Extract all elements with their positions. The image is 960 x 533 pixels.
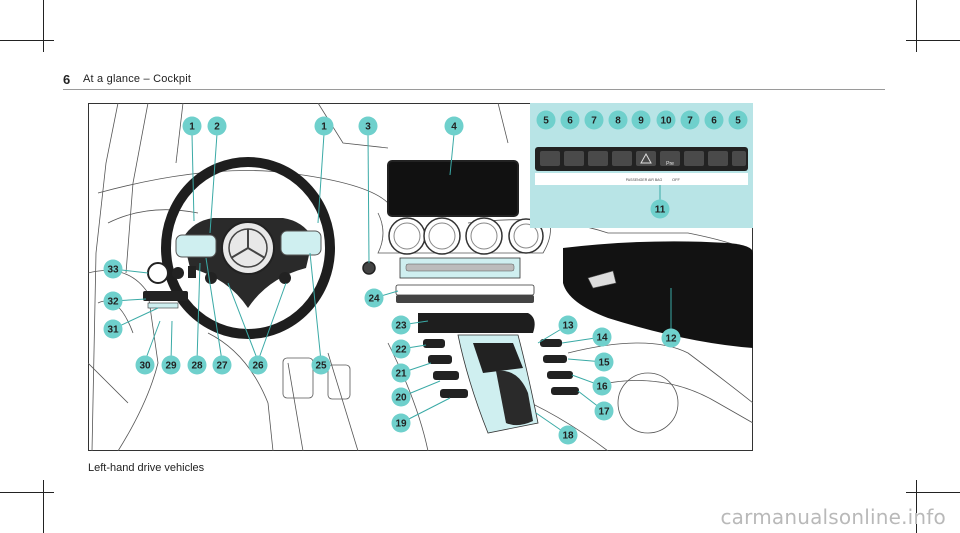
callout-1: 1 (182, 116, 202, 136)
callout-22: 22 (391, 339, 411, 359)
svg-text:16: 16 (596, 382, 608, 393)
figure-caption: Left-hand drive vehicles (88, 462, 205, 474)
svg-text:5: 5 (735, 116, 741, 127)
callouts: 1 2 1 3 4 5 6 7 8 9 10 7 6 5 11 12 13 14… (103, 110, 748, 445)
crop-mark (43, 0, 44, 52)
callout-3: 3 (358, 116, 378, 136)
callout-7: 7 (680, 110, 700, 130)
callout-19: 19 (391, 413, 411, 433)
callout-7: 7 (584, 110, 604, 130)
svg-text:7: 7 (591, 116, 597, 127)
callout-15: 15 (594, 352, 614, 372)
crop-mark (916, 480, 917, 533)
callout-13: 13 (558, 315, 578, 335)
callout-25: 25 (311, 355, 331, 375)
center-console (418, 313, 579, 434)
callout-16: 16 (592, 376, 612, 396)
callout-11: 11 (650, 199, 670, 219)
crop-mark (43, 480, 44, 533)
airbag-off-label: OFF (672, 177, 681, 182)
svg-text:5: 5 (543, 116, 549, 127)
section-title: At a glance – Cockpit (83, 73, 192, 85)
svg-text:8: 8 (615, 116, 621, 127)
svg-text:2: 2 (214, 122, 220, 133)
svg-text:14: 14 (596, 333, 608, 344)
callout-9: 9 (631, 110, 651, 130)
header-rule (63, 89, 885, 90)
svg-text:29: 29 (165, 361, 177, 372)
svg-text:11: 11 (655, 205, 666, 216)
callout-32: 32 (103, 291, 123, 311)
crop-mark (916, 0, 917, 52)
climate-strip (395, 257, 535, 303)
svg-text:18: 18 (562, 431, 574, 442)
svg-text:27: 27 (216, 361, 228, 372)
page-number: 6 (63, 72, 71, 87)
svg-text:7: 7 (687, 116, 693, 127)
crop-mark (906, 492, 960, 493)
crop-mark (0, 492, 54, 493)
callout-23: 23 (391, 315, 411, 335)
svg-text:26: 26 (252, 361, 264, 372)
cockpit-illustration: Pre PASSENGER AIR BAG OFF (88, 103, 753, 451)
callout-17: 17 (594, 401, 614, 421)
callout-5: 5 (536, 110, 556, 130)
svg-text:23: 23 (395, 321, 407, 332)
callout-6: 6 (704, 110, 724, 130)
crop-mark (906, 40, 960, 41)
svg-text:1: 1 (189, 122, 195, 133)
svg-text:10: 10 (660, 116, 672, 127)
crop-mark (0, 40, 54, 41)
callout-28: 28 (187, 355, 207, 375)
svg-text:1: 1 (321, 122, 327, 133)
callout-14: 14 (592, 327, 612, 347)
callout-33: 33 (103, 259, 123, 279)
callout-21: 21 (391, 363, 411, 383)
svg-text:20: 20 (395, 393, 407, 404)
callout-4: 4 (444, 116, 464, 136)
callout-2: 2 (207, 116, 227, 136)
svg-text:3: 3 (365, 122, 371, 133)
svg-text:31: 31 (107, 325, 119, 336)
callout-27: 27 (212, 355, 232, 375)
svg-text:6: 6 (567, 116, 573, 127)
airbag-label: PASSENGER AIR BAG (626, 178, 663, 182)
callout-20: 20 (391, 387, 411, 407)
svg-text:33: 33 (107, 265, 119, 276)
callout-10: 10 (656, 110, 676, 130)
watermark: carmanualsonline.info (720, 505, 946, 529)
svg-text:21: 21 (395, 369, 407, 380)
svg-text:19: 19 (395, 419, 407, 430)
svg-text:28: 28 (191, 361, 203, 372)
callout-18: 18 (558, 425, 578, 445)
svg-text:32: 32 (107, 297, 119, 308)
callout-5: 5 (728, 110, 748, 130)
svg-text:4: 4 (451, 122, 457, 133)
svg-text:17: 17 (598, 407, 610, 418)
callout-24: 24 (364, 288, 384, 308)
passenger-dashboard (563, 241, 753, 348)
callout-26: 26 (248, 355, 268, 375)
svg-text:25: 25 (315, 361, 327, 372)
callout-6: 6 (560, 110, 580, 130)
left-controls (143, 262, 196, 309)
pre-label: Pre (666, 161, 674, 167)
callout-31: 31 (103, 319, 123, 339)
callout-12: 12 (661, 328, 681, 348)
svg-text:22: 22 (395, 345, 407, 356)
svg-text:6: 6 (711, 116, 717, 127)
svg-text:24: 24 (368, 294, 380, 305)
svg-text:13: 13 (562, 321, 574, 332)
callout-30: 30 (135, 355, 155, 375)
central-display (362, 160, 551, 275)
callout-29: 29 (161, 355, 181, 375)
svg-text:30: 30 (139, 361, 151, 372)
callout-1: 1 (314, 116, 334, 136)
svg-text:15: 15 (598, 358, 610, 369)
svg-text:9: 9 (638, 116, 644, 127)
svg-text:12: 12 (665, 334, 677, 345)
callout-8: 8 (608, 110, 628, 130)
